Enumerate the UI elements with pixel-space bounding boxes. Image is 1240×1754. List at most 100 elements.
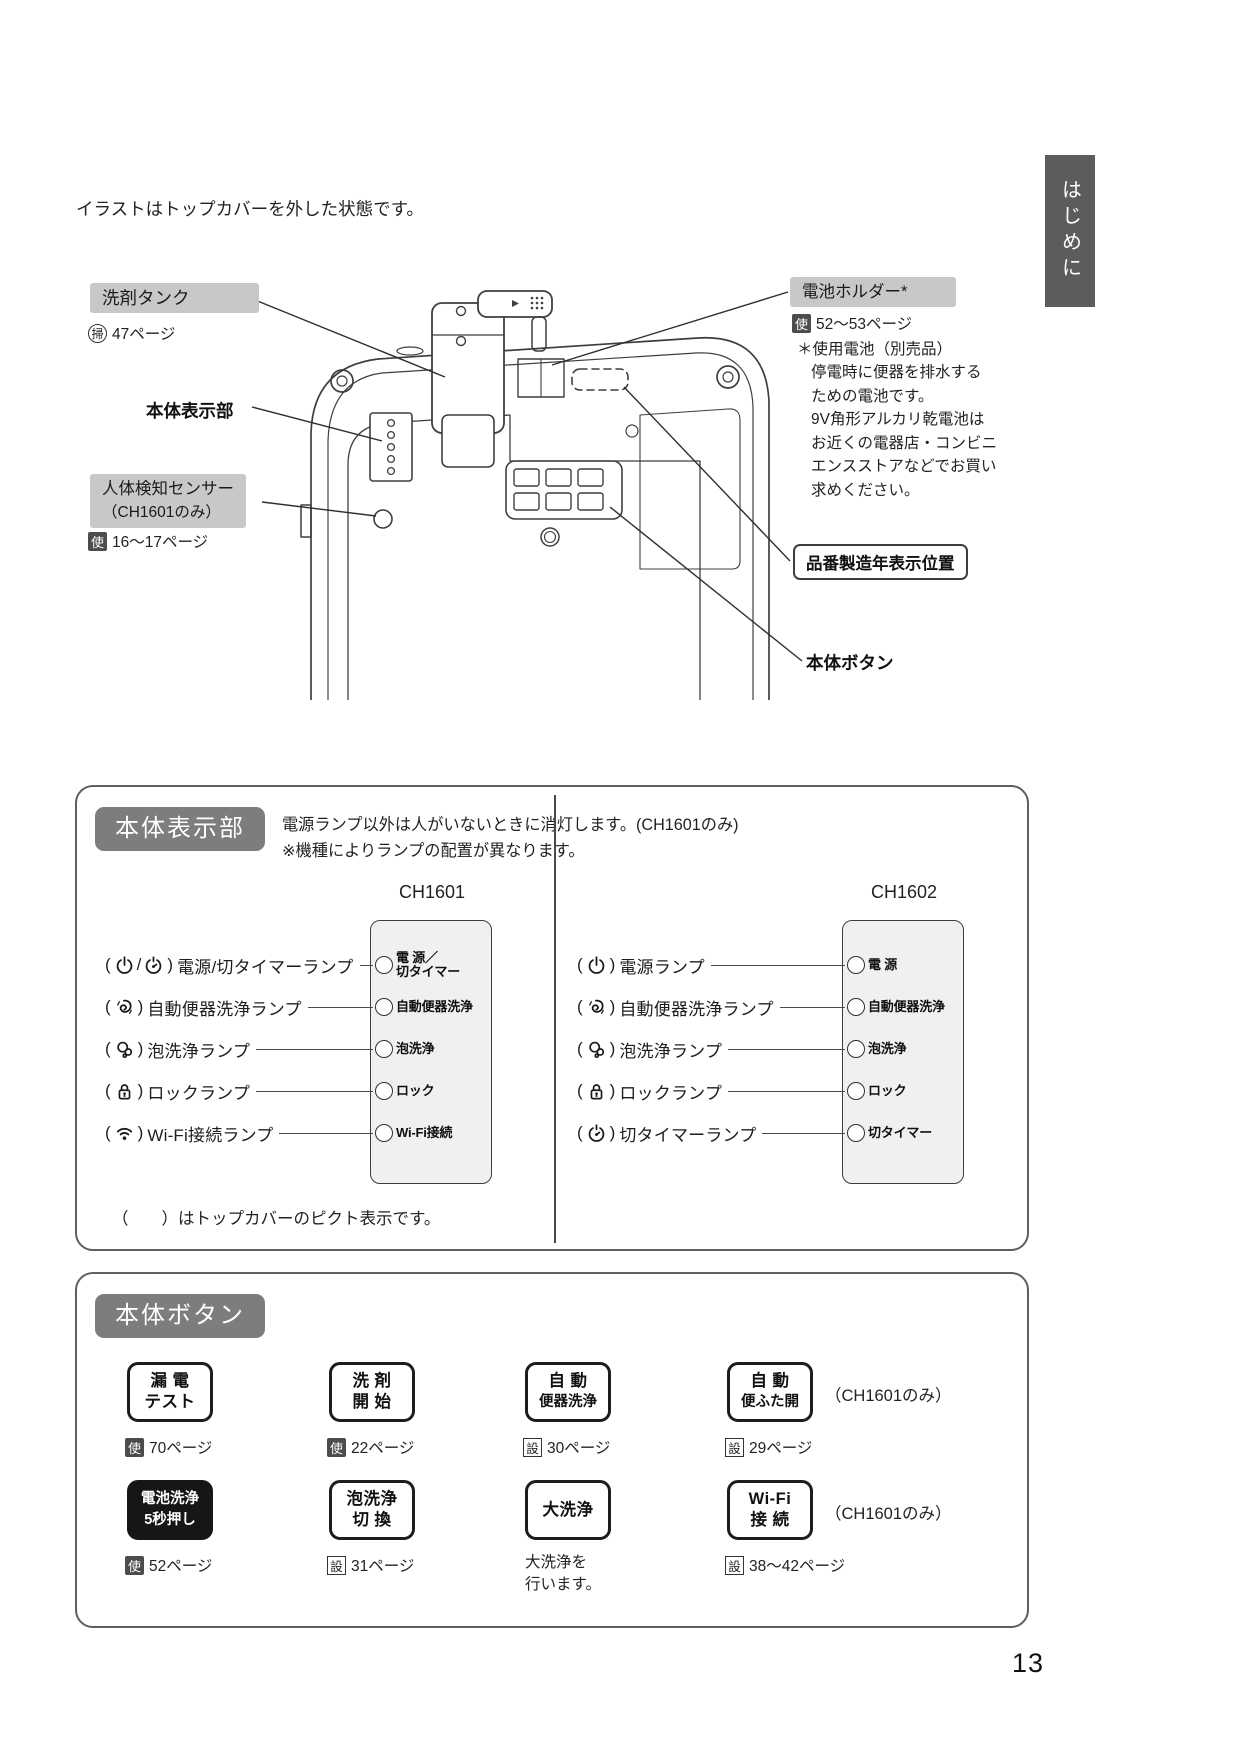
- display-panel-title: 本体表示部: [95, 807, 265, 851]
- label-body-sensor: 人体検知センサー （CH1601のみ）: [90, 474, 246, 528]
- paren-close: ): [167, 955, 174, 974]
- pict: ( ): [104, 1081, 144, 1102]
- setup-ref-icon: 設: [725, 1555, 744, 1575]
- wifi-connect-ref: 設 38〜42ページ: [725, 1554, 845, 1576]
- wifi-icon: [116, 1127, 132, 1141]
- paren-open: (: [105, 955, 111, 974]
- lamp-row-wifi: ( ) Wi-Fi接続ランプ Wi-Fi接続: [104, 1112, 508, 1154]
- label-model-year-position: 品番製造年表示位置: [793, 544, 968, 580]
- use-ref-icon: 使: [88, 531, 107, 551]
- connector-line: [256, 1090, 373, 1092]
- big-flush-button: 大洗浄: [525, 1480, 611, 1540]
- connector-line: [359, 964, 373, 966]
- auto-lid-open-button: 自 動 便ふた開: [727, 1362, 813, 1422]
- paren-close: ): [609, 1039, 616, 1058]
- lamp-indicator: ロック: [847, 1082, 980, 1100]
- device-illustration: [251, 290, 803, 700]
- paren-close: ): [137, 1123, 144, 1142]
- lamp-circle: [847, 956, 865, 974]
- auto-lid-open-ref: 設 29ページ: [725, 1436, 812, 1458]
- lamp-indicator: 泡洗浄: [375, 1040, 508, 1058]
- paren-close: ): [609, 1123, 616, 1142]
- pict: ( ): [104, 1039, 144, 1060]
- wifi-connect-button: Wi-Fi 接 続: [727, 1480, 813, 1540]
- lamp-circle: [375, 1040, 393, 1058]
- paren-close: ): [137, 997, 144, 1016]
- lamp-indicator: 自動便器洗浄: [847, 998, 980, 1016]
- timer-icon: [588, 1123, 604, 1142]
- connector-line: [307, 1006, 373, 1008]
- lamp-circle: [847, 1082, 865, 1100]
- model-name: CH1601: [398, 882, 466, 902]
- model-name: CH1602: [870, 882, 938, 902]
- label-detergent-tank: 洗剤タンク: [90, 283, 259, 313]
- use-ref-icon: 使: [125, 1555, 144, 1575]
- foam-switch-ref: 設 31ページ: [327, 1554, 414, 1576]
- foam-wash-icon: [588, 1041, 604, 1058]
- use-ref-icon: 使: [125, 1437, 144, 1457]
- lamp-label: 電源/切タイマーランプ: [177, 957, 354, 977]
- connector-line: [256, 1048, 373, 1050]
- pict: ( ): [104, 997, 144, 1018]
- lamp-circle: [847, 1124, 865, 1142]
- battery-note: 停電時に便器を排水する ための電池です。 9V角形アルカリ乾電池は お近くの電器…: [811, 364, 998, 499]
- label-battery-holder: 電池ホルダー*: [790, 277, 956, 307]
- lamp-label: Wi-Fi接続ランプ: [147, 1125, 274, 1145]
- lamp-label: ロックランプ: [147, 1083, 251, 1103]
- paren-close: ): [137, 1039, 144, 1058]
- pict: ( ): [576, 1039, 616, 1060]
- paren-open: (: [105, 1123, 111, 1142]
- buttons-panel: 本体ボタン 漏 電 テスト 使 70ページ 洗 剤 開 始 使 22ページ 自 …: [75, 1272, 1029, 1628]
- lamp-indicator: 電 源／切タイマー: [375, 951, 508, 979]
- lamp-indicator: 自動便器洗浄: [375, 998, 508, 1016]
- use-ref-icon: 使: [792, 313, 811, 333]
- ch1601-only-note: （CH1601のみ）: [825, 1387, 952, 1405]
- paren-open: (: [577, 1123, 583, 1142]
- auto-flush-icon: [588, 999, 604, 1014]
- body-sensor-ref: 使 16〜17ページ: [88, 530, 208, 552]
- paren-close: ): [609, 955, 616, 974]
- connector-line: [710, 964, 845, 966]
- detergent-start-ref: 使 22ページ: [327, 1436, 414, 1458]
- pict: ( ): [576, 955, 616, 976]
- lock-icon: [590, 1083, 603, 1099]
- lamp-label: 電源ランプ: [619, 957, 705, 977]
- lamp-label: 泡洗浄ランプ: [619, 1041, 723, 1061]
- lamp-indicator: Wi-Fi接続: [375, 1124, 508, 1142]
- auto-flush-button: 自 動 便器洗浄: [525, 1362, 611, 1422]
- pict: ( / ): [104, 955, 174, 976]
- chapter-tab-label: はじめに: [1058, 179, 1081, 283]
- lamp-row-lock: ( ) ロックランプ ロック: [104, 1070, 508, 1112]
- leak-test-ref: 使 70ページ: [125, 1436, 212, 1458]
- battery-flush-button: 電池洗浄 5秒押し: [127, 1480, 213, 1540]
- big-flush-desc: 大洗浄を 行います。: [525, 1554, 601, 1593]
- lamp-circle: [375, 1082, 393, 1100]
- lamp-row-auto-flush: ( ) 自動便器洗浄ランプ 自動便器洗浄: [104, 986, 508, 1028]
- pict: ( ): [576, 997, 616, 1018]
- setup-ref-icon: 設: [523, 1437, 542, 1457]
- paren-close: ): [137, 1081, 144, 1100]
- setup-ref-icon: 設: [725, 1437, 744, 1457]
- lamp-circle: [375, 956, 393, 974]
- power-icon: [588, 955, 604, 974]
- connector-line: [728, 1090, 845, 1092]
- pict: ( ): [576, 1081, 616, 1102]
- page-number: 13: [1012, 1648, 1045, 1678]
- lamp-label: 泡洗浄ランプ: [147, 1041, 251, 1061]
- label-display-unit: 本体表示部: [146, 401, 234, 421]
- power-icon: [116, 955, 132, 974]
- pict: ( ): [104, 1123, 144, 1144]
- paren-open: (: [105, 1039, 111, 1058]
- display-panel-desc: 電源ランプ以外は人がいないときに消灯します。(CH1601のみ) ※機種によりラ…: [282, 816, 739, 860]
- lamp-circle: [375, 1124, 393, 1142]
- lamp-row-foam: ( ) 泡洗浄ランプ 泡洗浄: [104, 1028, 508, 1070]
- use-ref-icon: 使: [327, 1437, 346, 1457]
- lamp-row-lock: ( ) ロックランプ ロック: [576, 1070, 980, 1112]
- lamp-circle: [847, 998, 865, 1016]
- lamp-indicator: 切タイマー: [847, 1124, 980, 1142]
- clean-ref-icon: 掃: [88, 323, 107, 343]
- battery-note-title: ＊使用電池（別売品）: [797, 341, 953, 358]
- pict: ( ): [576, 1123, 616, 1144]
- connector-line: [728, 1048, 845, 1050]
